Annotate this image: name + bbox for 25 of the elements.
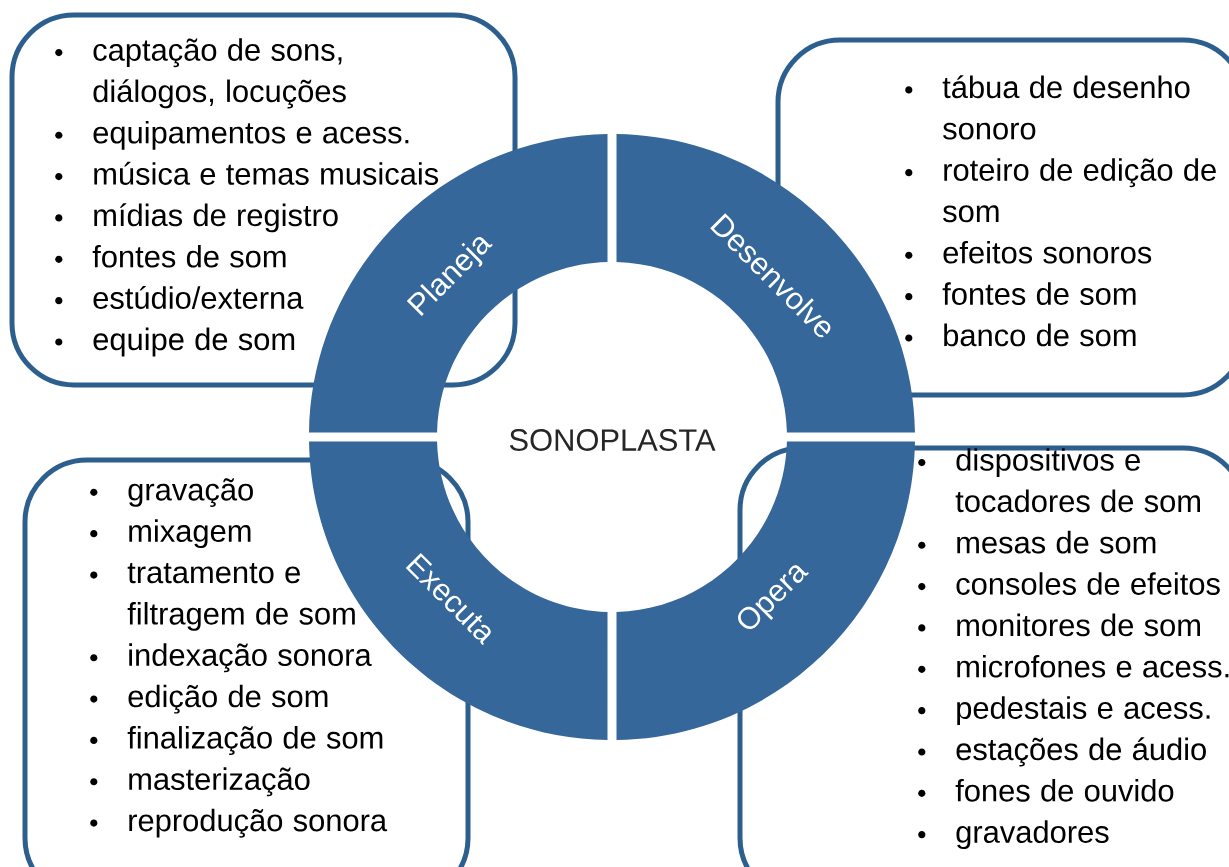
list-item: monitores de som xyxy=(957,613,1200,637)
list-item: gravação xyxy=(128,478,253,507)
list-item: reprodução sonora xyxy=(129,808,388,838)
list-item: edição de som xyxy=(128,684,328,714)
list-item: equipe de som xyxy=(93,327,295,357)
list-item: música e temas musicais xyxy=(94,161,439,185)
list-item: efeitos sonoros xyxy=(943,240,1152,264)
center-label: SONOPLASTA xyxy=(509,429,716,451)
list-item: consoles de efeitos xyxy=(956,572,1220,595)
list-item: fontes de som xyxy=(92,244,286,268)
list-item: mixagem xyxy=(129,519,251,549)
list-item: gravadores xyxy=(956,820,1109,850)
list-item: estúdio/externa xyxy=(93,285,304,309)
list-item: microfones e acess. xyxy=(957,654,1229,678)
list-item: finalização de som xyxy=(127,726,383,755)
list-item: estações de áudio xyxy=(956,737,1206,767)
list-item: mídias de registro xyxy=(94,203,338,233)
list-item: equipamentos e acess. xyxy=(93,120,409,150)
list-item: mesas de som xyxy=(957,530,1156,554)
list-item: indexação sonora xyxy=(129,643,372,673)
list-item: pedestais e acess. xyxy=(957,696,1210,726)
list-item: fontes de som xyxy=(942,282,1136,305)
list-item: banco de som xyxy=(944,323,1136,347)
list-item: fones de ouvido xyxy=(955,778,1174,802)
list-item: masterização xyxy=(129,767,310,797)
